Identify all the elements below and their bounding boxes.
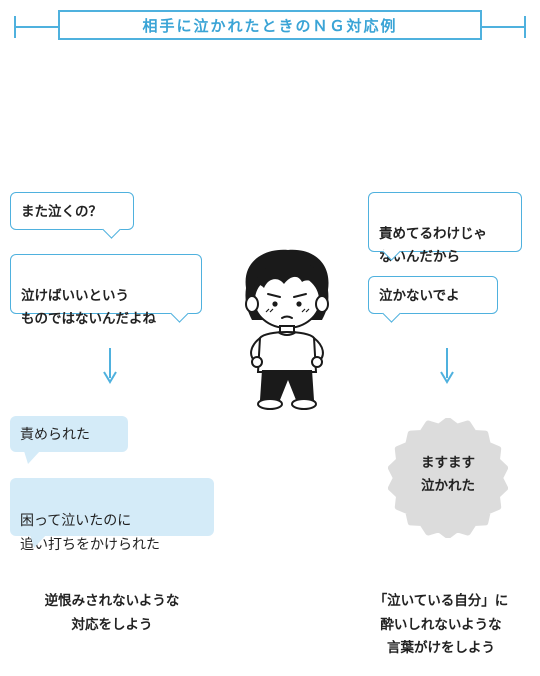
bubble-tail <box>24 451 40 464</box>
bubble-tail <box>382 304 401 323</box>
bubble-tail <box>30 535 46 548</box>
left-speech-bubble-1: また泣くの？ <box>10 192 134 239</box>
title-box: 相手に泣かれたときのＮＧ対応例 <box>58 10 482 40</box>
reaction-cloud <box>388 418 508 538</box>
left-speech-bubble-2: 泣けばいいという ものではないんだよね <box>10 254 202 327</box>
title-left-line <box>14 26 58 28</box>
bubble-tail <box>170 304 189 323</box>
left-speech-text-2: 泣けばいいという ものではないんだよね <box>21 288 156 327</box>
right-speech-bubble-1: 責めてるわけじゃ ないんだから <box>368 192 522 265</box>
left-reaction-bubble-1: 責められた <box>10 416 128 464</box>
right-reaction-text: ますます 泣かれた <box>421 455 475 494</box>
down-arrow-icon <box>440 348 454 384</box>
left-reaction-text-2: 困って泣いたのに 追い打ちをかけられた <box>20 512 160 553</box>
left-reaction-bubble-2: 困って泣いたのに 追い打ちをかけられた <box>10 478 214 553</box>
right-speech-text-2: 泣かないでよ <box>379 288 460 304</box>
crying-person-illustration <box>245 249 329 410</box>
title-banner: 相手に泣かれたときのＮＧ対応例 <box>14 10 526 44</box>
bubble-tail <box>102 220 121 239</box>
page-title: 相手に泣かれたときのＮＧ対応例 <box>142 16 398 35</box>
left-caption: 逆恨みされないような 対応をしよう <box>44 593 180 633</box>
left-speech-text-1: また泣くの？ <box>21 204 102 220</box>
right-speech-bubble-2: 泣かないでよ <box>368 276 498 323</box>
right-caption: 「泣いている自分」に 酔いしれないような 言葉がけをしよう <box>373 593 509 657</box>
left-reaction-text-1: 責められた <box>20 427 90 443</box>
down-arrow-icon <box>103 348 117 384</box>
title-right-line <box>482 26 526 28</box>
right-speech-text-1: 責めてるわけじゃ ないんだから <box>379 226 487 265</box>
